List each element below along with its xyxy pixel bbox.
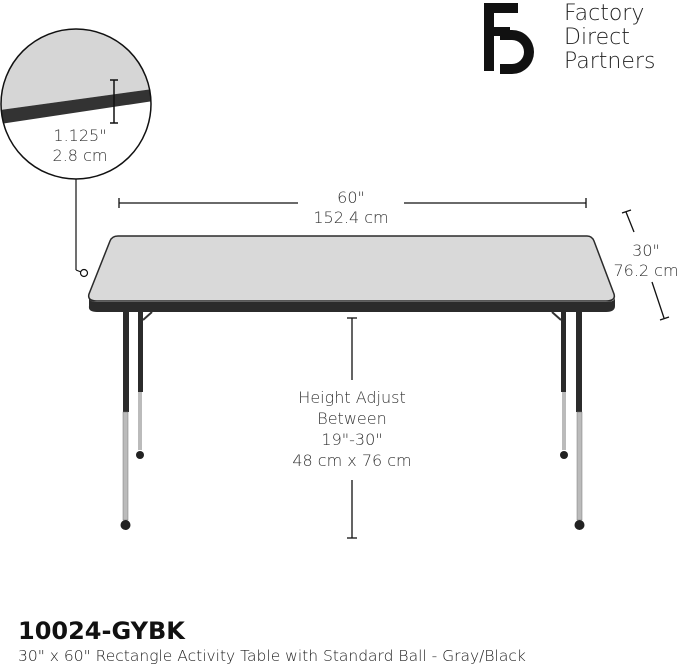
thickness-inches: 1.125" xyxy=(53,126,107,145)
height-label: Height Adjust Between 19"-30" 48 cm x 76… xyxy=(272,387,432,471)
product-description: 30" x 60" Rectangle Activity Table with … xyxy=(18,647,526,665)
height-line: Height Adjust xyxy=(298,388,406,407)
length-cm: 152.4 cm xyxy=(313,208,389,227)
table-top xyxy=(87,235,616,312)
width-label: 30" 76.2 cm xyxy=(610,241,679,281)
product-sku: 10024-GYBK xyxy=(18,617,185,645)
length-label: 60" 152.4 cm xyxy=(300,188,402,228)
brand-line: Partners xyxy=(564,49,656,74)
width-inches: 30" xyxy=(632,241,660,260)
length-inches: 60" xyxy=(337,188,365,207)
edge-detail xyxy=(1,29,151,179)
thickness-label: 1.125" 2.8 cm xyxy=(40,126,120,166)
height-cm: 48 cm x 76 cm xyxy=(292,451,412,470)
brand-name: Factory Direct Partners xyxy=(564,2,655,74)
height-inches: 19"-30" xyxy=(321,430,383,449)
width-cm: 76.2 cm xyxy=(613,261,679,280)
brand-line: Direct xyxy=(564,25,630,50)
fdp-logo xyxy=(484,3,534,74)
table-legs xyxy=(120,311,585,530)
brand-line: Factory xyxy=(564,1,645,26)
thickness-cm: 2.8 cm xyxy=(52,146,108,165)
height-line: Between xyxy=(317,409,387,428)
